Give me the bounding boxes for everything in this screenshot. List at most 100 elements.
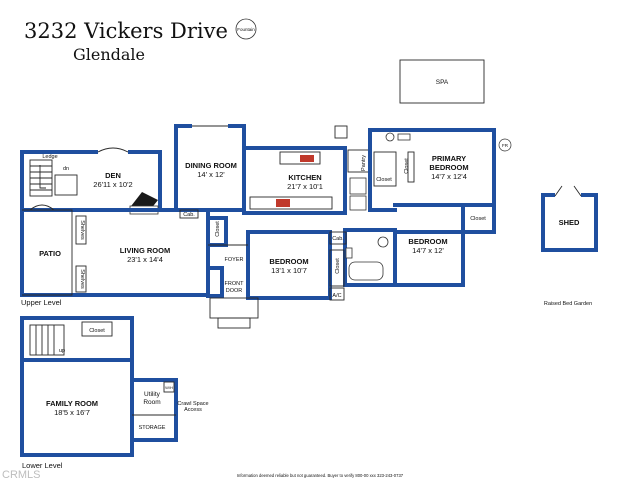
kitchen-walls [242,146,347,215]
primary-bath-wall [368,128,397,212]
kitchen-washer [349,177,367,195]
primary-name-1: PRIMARY [432,154,466,163]
primary-name-2: BEDROOM [429,163,468,172]
front-steps [209,297,259,319]
kitchen-stove-top [300,155,314,162]
den-name: DEN [105,171,121,180]
crawl-label-1: Crawl Space [177,401,208,407]
shelves-top-label: Shelves [79,220,85,240]
city-subtitle: Glendale [73,45,145,64]
front-door-label-2: DOOR [226,288,243,294]
bedroom2-name: BEDROOM [408,237,447,246]
family-name: FAMILY ROOM [46,399,98,408]
utility-walls [130,378,178,442]
lower-closet [81,321,113,337]
kitchen-counter-top [279,151,321,165]
kitchen-name: KITCHEN [288,173,321,182]
back-step [334,125,348,139]
den-ledge-box [54,174,78,196]
address-title: 3232 Vickers Drive [24,19,228,43]
spa-label: SPA [436,79,449,86]
patio-outline [22,209,73,296]
bedroom1-dims: 13'1 x 10'7 [271,266,307,275]
fr-label: FR [502,143,509,148]
den-dims: 26'11 x 10'2 [93,180,132,189]
lower-level-label: Lower Level [22,461,63,470]
toilet [385,132,395,142]
compass-circle [235,18,257,40]
dining-name: DINING ROOM [185,161,237,170]
bedroom1-closet-label: Closet [335,258,341,274]
watermark-text: CRMLS [2,469,41,481]
bathtub [348,261,384,281]
up-label: up [59,348,65,354]
foyer-closet-label: Closet [215,221,221,237]
shed-label: SHED [559,218,580,227]
kitchen-dims: 21'7 x 10'1 [287,182,323,191]
primary-bath-closet [373,151,397,187]
primary-dims: 14'7 x 12'4 [431,172,467,181]
family-dims: 18'5 x 16'7 [54,408,90,417]
living-name: LIVING ROOM [120,246,170,255]
lower-stair-walls [20,316,134,362]
kitchen-counter-bottom [249,196,333,210]
utility-label-2: Room [143,399,160,406]
bath-toilet [377,236,389,248]
patio-label: PATIO [39,249,61,258]
bath-sink [397,133,411,141]
front-door-label-1: FRONT [225,281,245,287]
spa-box [399,59,485,104]
ac-label: A/C [332,293,341,299]
fireplace [128,192,158,210]
front-steps-lower [217,317,251,329]
storage-label: STORAGE [139,425,166,431]
shelves-top [75,215,87,245]
dn-label: dn [63,166,69,172]
den-window [97,147,129,153]
ledge-label: Ledge [42,154,57,160]
raised-bed-label: Raised Bed Garden [544,301,592,307]
den-stair-arrow [39,165,46,189]
den-window-gap [98,150,128,155]
shed-door-gap [555,193,581,198]
bedroom1-closet [329,249,345,287]
living-dims: 23'1 x 14'4 [127,255,163,264]
family-room-walls [20,358,134,457]
den-stair-treads [30,165,52,191]
bedroom2-dims: 14'7 x 12' [412,246,444,255]
hall-cab-label: Cab. [332,236,344,242]
wh-label: W/H [165,385,173,390]
compass-label: Fountain [237,27,255,32]
bedroom1-name: BEDROOM [269,257,308,266]
front-door-wall [206,266,224,298]
hall-bath-walls [343,228,397,287]
bath-vanity [345,247,353,259]
primary-closet [407,151,415,183]
bath-closet-label: Closet [376,177,392,183]
shelves-bottom-label: Shelves [79,269,85,289]
shed-door-swing [554,185,582,197]
upper-level-label: Upper Level [21,298,62,307]
bedroom2-closet-walls [461,203,496,234]
primary-closet-label: Closet [404,158,410,174]
shelves-bottom [75,265,87,293]
lower-stair-treads [35,325,55,355]
crawl-label-2: Access [184,407,202,413]
primary-walls [368,128,496,234]
kitchen-dryer [349,195,367,211]
lower-closet-label: Closet [89,328,105,334]
lower-stair [29,324,65,356]
dining-window-gap [192,124,228,129]
living-cab [179,209,199,219]
disclaimer-text: Information deemed reliable but not guar… [237,473,404,478]
patio-door-swing [29,204,55,211]
ac-closet [329,287,345,301]
dining-dims: 14' x 12' [197,170,225,179]
kitchen-stove-bottom [276,199,290,207]
pantry-label: Pantry [361,155,367,171]
utility-label-1: Utility [144,391,161,398]
water-heater [163,381,175,393]
fr-circle [498,138,512,152]
